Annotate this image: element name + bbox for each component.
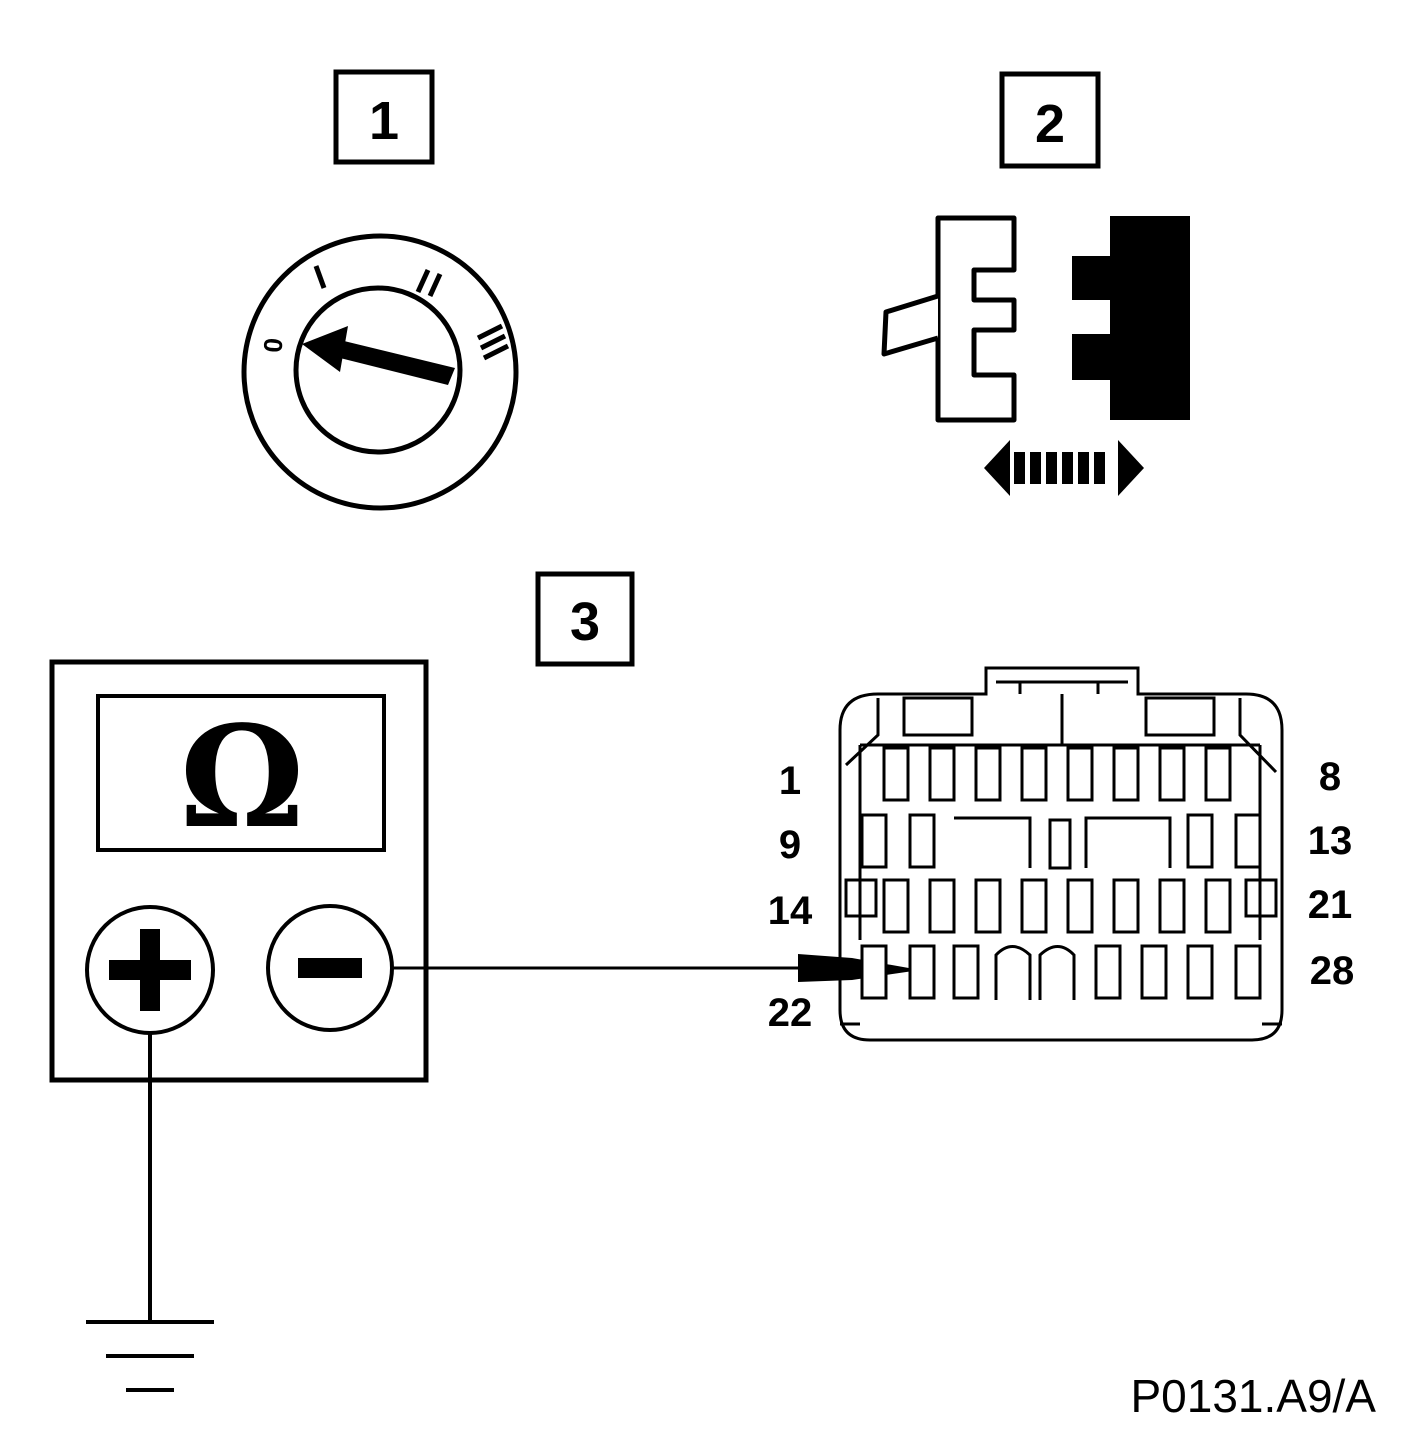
connector-cavity [882, 878, 910, 934]
connector-cavities [860, 746, 1262, 1000]
connector-cavity [1186, 944, 1214, 1000]
pin-label-8: 8 [1319, 755, 1341, 799]
connector-cavity [1140, 944, 1168, 1000]
step-1-box: 1 [333, 69, 435, 165]
ignition-position-III [476, 323, 510, 361]
connector-cavity [1234, 944, 1262, 1000]
pin-label-9: 9 [779, 823, 801, 867]
reference-code: P0131.A9/A [1130, 1370, 1376, 1422]
pin-label-14: 14 [768, 889, 813, 933]
connector-cavity [1204, 746, 1232, 802]
ignition-pointer-arrow-icon [302, 326, 455, 385]
positive-terminal-icon [85, 905, 215, 1035]
connector-cavity [1066, 878, 1094, 934]
connector-cavity [1020, 878, 1048, 934]
connector-cavity [1020, 746, 1048, 802]
step-3-box: 3 [535, 571, 635, 667]
step-1-label: 1 [369, 91, 399, 151]
step-2-label: 2 [1035, 94, 1065, 154]
negative-terminal-icon [266, 904, 394, 1032]
connector-cavity [928, 878, 956, 934]
connector-cavity [1158, 746, 1186, 802]
connector-cavity [882, 746, 910, 802]
connector-cavity [952, 944, 980, 1000]
connector-cavity [908, 944, 936, 1000]
connector-cavity [928, 746, 956, 802]
ignition-position-0: 0 [257, 337, 288, 354]
connector-cavity [1094, 944, 1122, 1000]
connector-cavity [1112, 878, 1140, 934]
multimeter: Ω [49, 659, 429, 1083]
ohm-mode-symbol: Ω [180, 696, 305, 860]
connector-cavity [974, 878, 1002, 934]
double-arrow-icon [984, 440, 1144, 496]
connector-cavity [908, 813, 936, 869]
step-2-box: 2 [999, 71, 1101, 169]
connector-disconnect-icon [881, 215, 1190, 496]
ground-symbol-icon [86, 1033, 214, 1392]
connector-cavity [1158, 878, 1186, 934]
connector-cavity [860, 813, 888, 869]
pin-label-13: 13 [1308, 819, 1353, 863]
connector-cavity [1066, 746, 1094, 802]
connector-face [838, 666, 1284, 1042]
connector-cavity [1186, 813, 1214, 869]
connector-cavity [974, 746, 1002, 802]
pin-label-22: 22 [768, 991, 813, 1035]
ignition-position-II [415, 268, 443, 298]
connector-cavity [1234, 813, 1262, 869]
pin-label-1: 1 [779, 759, 801, 803]
probe-tip-icon [798, 954, 920, 982]
connector-cavity [1112, 746, 1140, 802]
connector-cavity [1204, 878, 1232, 934]
connector-cavity [860, 944, 888, 1000]
pin-label-28: 28 [1310, 949, 1355, 993]
ignition-switch-icon: 0 [241, 233, 519, 511]
pin-label-21: 21 [1308, 883, 1353, 927]
step-3-label: 3 [570, 592, 600, 652]
connector-cavity [1048, 818, 1072, 870]
